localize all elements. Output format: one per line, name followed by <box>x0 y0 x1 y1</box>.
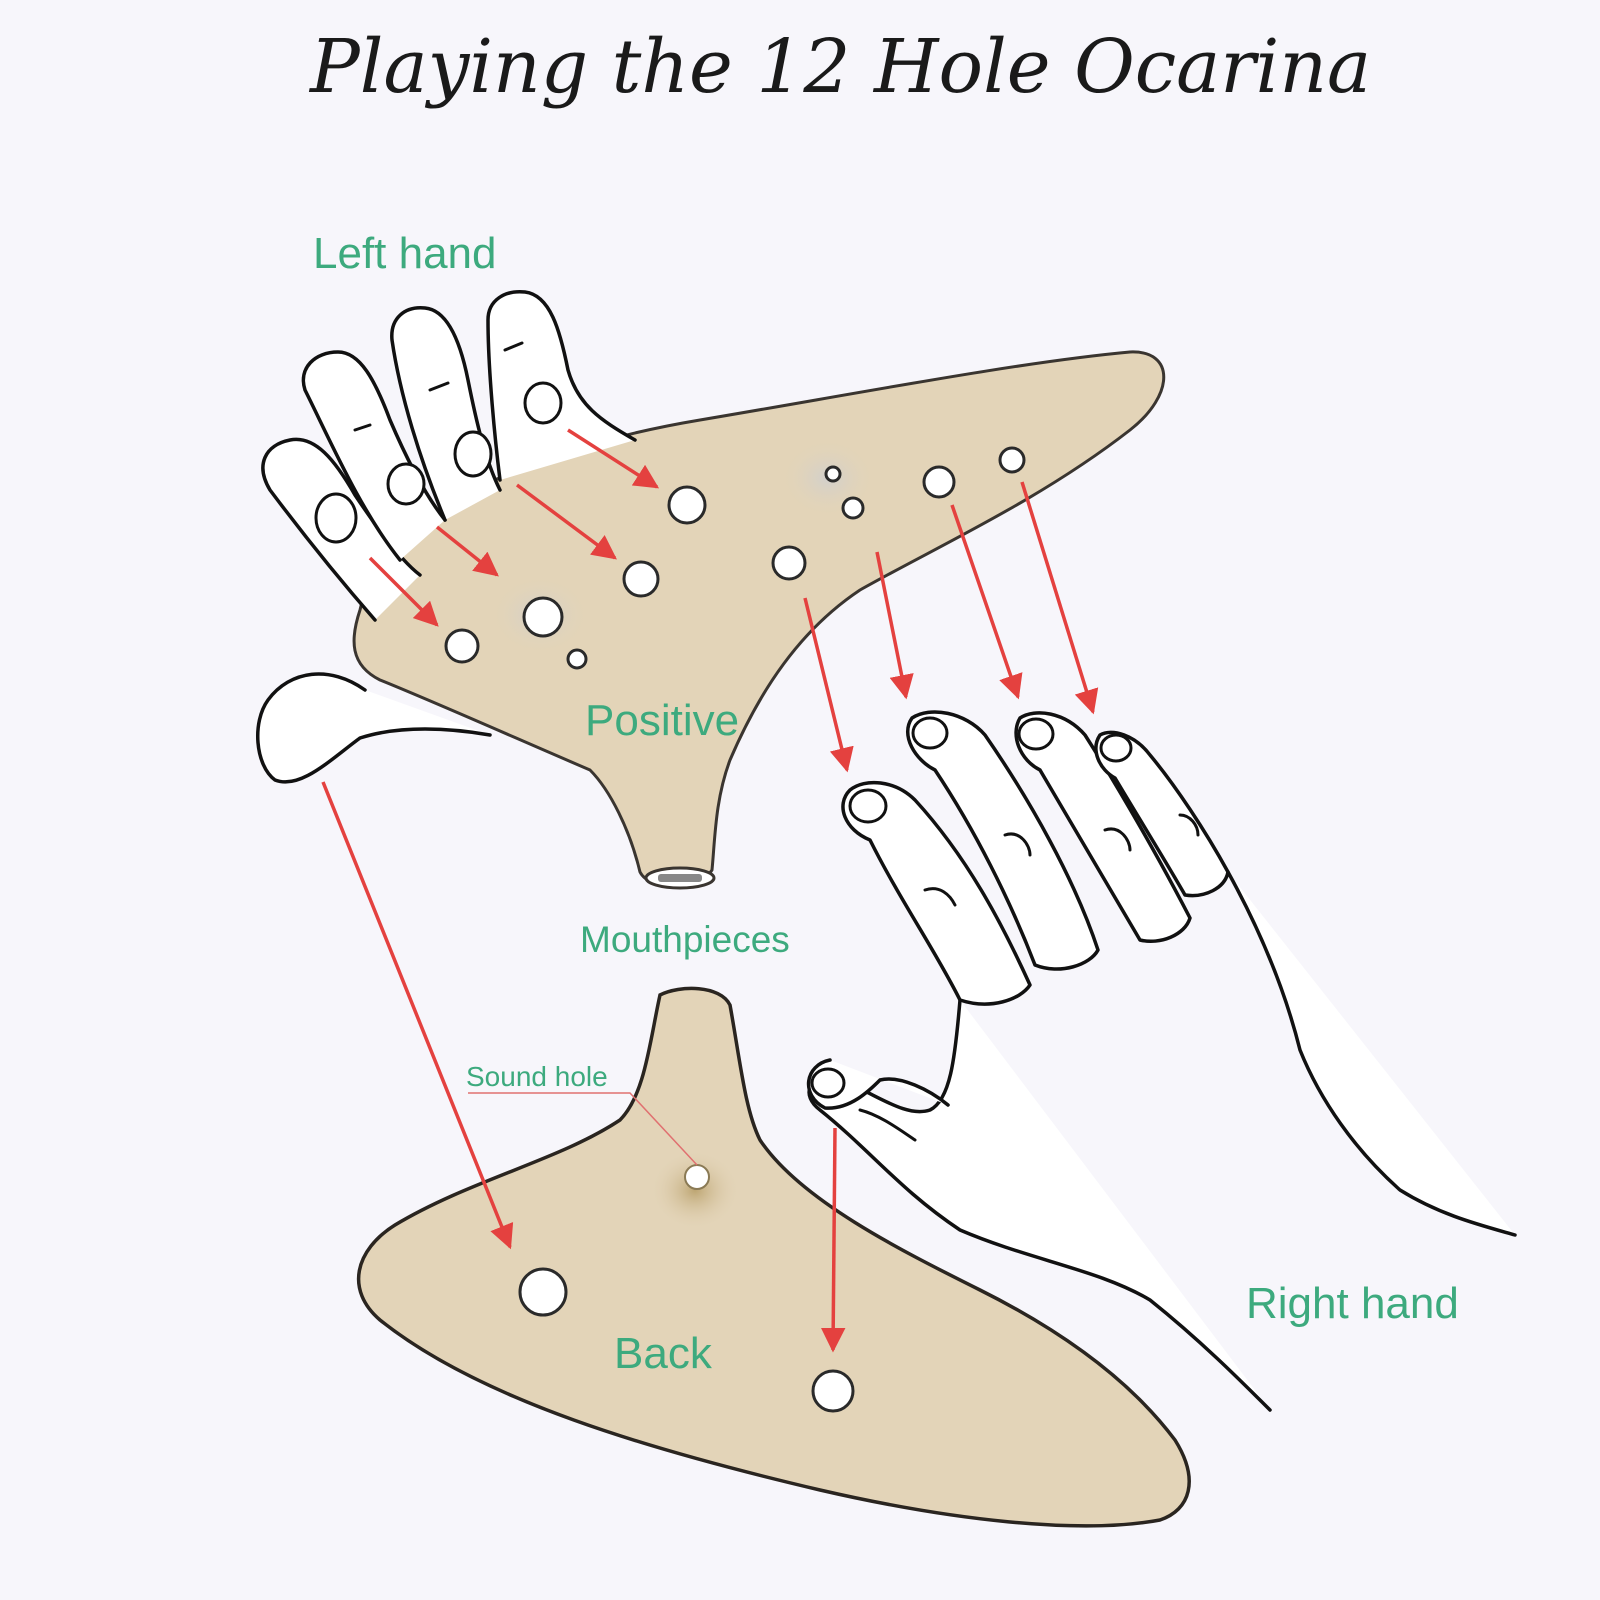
right-wrinkle-5 <box>858 1108 917 1142</box>
arrow-right-thumb <box>820 1127 846 1353</box>
hole-right-2 <box>922 465 956 499</box>
left-nail-1 <box>314 492 358 544</box>
right-wrinkle-3 <box>1103 827 1132 852</box>
left-knuckle-2 <box>428 381 450 392</box>
hole-right-1 <box>771 545 807 581</box>
ocarina-front <box>352 350 1166 890</box>
label-back: Back <box>614 1329 713 1378</box>
right-middle-finger <box>906 710 1100 971</box>
hole-left-1 <box>444 628 480 664</box>
right-wrinkle-2 <box>1003 832 1032 857</box>
right-nail-2 <box>911 716 949 750</box>
arrow-left-1 <box>368 556 439 627</box>
label-left-hand: Left hand <box>313 229 497 278</box>
arrow-right-2 <box>875 551 914 700</box>
left-nail-4 <box>523 381 563 425</box>
finger-arrows <box>321 428 1099 1353</box>
label-right-hand: Right hand <box>1246 1279 1459 1328</box>
subhole-left <box>566 648 588 670</box>
back-hole-left <box>518 1267 568 1317</box>
arrow-left-3 <box>515 483 617 560</box>
sound-hole-glow <box>650 1150 740 1230</box>
arrow-left-4 <box>567 428 660 489</box>
left-finger-2 <box>301 350 447 562</box>
left-knuckle-1 <box>353 423 372 432</box>
ocarina-back <box>356 986 1191 1528</box>
right-nail-4 <box>1099 733 1133 763</box>
right-wrinkle-1 <box>923 887 957 907</box>
page-title: Playing the 12 Hole Ocarina <box>308 24 1371 110</box>
hole-left-3 <box>622 560 660 598</box>
label-positive: Positive <box>585 696 739 745</box>
arrow-right-3 <box>950 504 1023 700</box>
arrow-right-4 <box>1020 481 1099 715</box>
right-nail-3 <box>1017 717 1055 751</box>
right-little-finger <box>1094 730 1230 898</box>
left-knuckle-3 <box>503 341 524 352</box>
arrow-right-1 <box>803 597 854 773</box>
left-nail-2 <box>386 462 426 506</box>
right-thumb <box>807 1058 950 1110</box>
subhole-right-1 <box>824 465 842 483</box>
left-finger-4 <box>486 290 637 482</box>
right-ring-finger <box>1014 711 1192 943</box>
sound-hole-leader <box>468 1092 698 1166</box>
ocarina-back-body <box>356 986 1191 1528</box>
hole-left-2 <box>522 596 564 638</box>
right-index-finger <box>841 780 1032 1006</box>
right-thumb-nail <box>810 1067 846 1099</box>
hole-left-4 <box>667 485 707 525</box>
back-hole-right <box>811 1369 855 1413</box>
subhole-right-2 <box>841 496 865 520</box>
left-nail-3 <box>453 430 493 478</box>
arrow-left-2 <box>435 525 499 577</box>
right-hand-illustration <box>807 710 1517 1412</box>
left-thumb <box>256 672 492 784</box>
label-mouthpieces: Mouthpieces <box>580 919 790 960</box>
left-hand-illustration <box>256 290 637 784</box>
windway-slot <box>658 874 702 882</box>
right-palm <box>807 870 1517 1412</box>
hole-right-3 <box>998 446 1026 474</box>
ocarina-front-body <box>352 350 1166 888</box>
sound-hole <box>684 1164 710 1190</box>
arrow-left-thumb <box>321 781 514 1250</box>
label-sound-hole: Sound hole <box>466 1061 608 1092</box>
right-wrinkle-4 <box>1178 813 1200 837</box>
right-nail-1 <box>848 788 888 824</box>
